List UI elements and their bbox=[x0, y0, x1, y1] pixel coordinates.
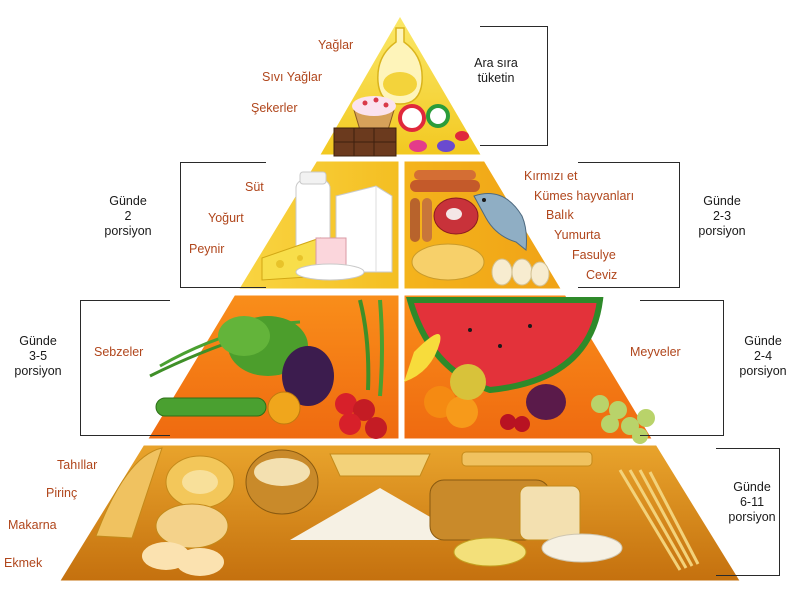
label-kirmizi-et: Kırmızı et bbox=[524, 169, 578, 183]
label-sebzeler: Sebzeler bbox=[94, 345, 144, 359]
label-sivi-yaglar: Sıvı Yağlar bbox=[262, 70, 322, 84]
label-sut: Süt bbox=[245, 180, 264, 194]
label-makarna: Makarna bbox=[8, 518, 57, 532]
label-meyveler: Meyveler bbox=[630, 345, 681, 359]
note-grains-line-1: Günde bbox=[733, 480, 771, 494]
bracket-protein-right bbox=[578, 162, 680, 288]
bracket-vegetables-left bbox=[80, 300, 170, 436]
candy-illustration bbox=[409, 131, 469, 152]
chocolate-illustration bbox=[333, 127, 397, 157]
label-balik: Balık bbox=[546, 208, 574, 222]
label-peynir: Peynir bbox=[189, 242, 225, 256]
vegetables-illustration bbox=[149, 299, 387, 439]
label-fasulye: Fasulye bbox=[572, 248, 616, 262]
label-ekmek: Ekmek bbox=[4, 556, 43, 570]
label-yumurta: Yumurta bbox=[554, 228, 601, 242]
note-vegetables-line-2: 3-5 bbox=[28, 349, 48, 363]
note-fruits: Günde 2-4 porsiyon bbox=[726, 334, 800, 379]
note-top-line-2: tüketin bbox=[477, 71, 515, 85]
meat-illustration bbox=[433, 197, 479, 235]
note-grains-line-2: 6-11 bbox=[739, 495, 765, 509]
label-yogurt: Yoğurt bbox=[208, 211, 244, 225]
note-dairy: Günde 2 porsiyon bbox=[88, 194, 168, 239]
note-grains-line-3: porsiyon bbox=[728, 510, 776, 524]
bracket-grains-right bbox=[716, 448, 780, 576]
grains-illustration bbox=[95, 447, 700, 576]
note-fruits-line-1: Günde bbox=[744, 334, 782, 348]
note-protein: Günde 2-3 porsiyon bbox=[684, 194, 760, 239]
note-fruits-line-3: porsiyon bbox=[739, 364, 787, 378]
oil-bottle-illustration bbox=[377, 27, 423, 105]
bracket-top-right bbox=[480, 26, 548, 146]
note-vegetables-line-3: porsiyon bbox=[14, 364, 62, 378]
note-vegetables-line-1: Günde bbox=[19, 334, 57, 348]
label-sekerler: Şekerler bbox=[251, 101, 298, 115]
label-tahillar: Tahıllar bbox=[57, 458, 98, 472]
note-grains: Günde 6-11 porsiyon bbox=[714, 480, 790, 525]
fish-illustration bbox=[473, 193, 527, 251]
note-dairy-line-3: porsiyon bbox=[104, 224, 152, 238]
egg-illustration bbox=[491, 258, 550, 287]
bracket-dairy-left bbox=[180, 162, 266, 288]
sausage-illustration bbox=[410, 170, 480, 192]
lollipop-illustration bbox=[398, 104, 450, 132]
note-protein-line-3: porsiyon bbox=[698, 224, 746, 238]
bracket-fruits-right bbox=[640, 300, 724, 436]
chicken-illustration bbox=[411, 243, 485, 281]
cupcake-illustration bbox=[352, 96, 396, 131]
label-kumes-hayvanlari: Kümes hayvanları bbox=[534, 189, 635, 203]
note-dairy-line-2: 2 bbox=[124, 209, 132, 223]
note-top: Ara sıra tüketin bbox=[458, 56, 534, 86]
yogurt-illustration bbox=[295, 237, 365, 281]
note-protein-line-2: 2-3 bbox=[712, 209, 732, 223]
note-dairy-line-1: Günde bbox=[109, 194, 147, 208]
fruits-illustration bbox=[404, 297, 655, 444]
label-pirinc: Pirinç bbox=[46, 486, 78, 500]
label-ceviz: Ceviz bbox=[586, 268, 618, 282]
note-protein-line-1: Günde bbox=[703, 194, 741, 208]
note-fruits-line-2: 2-4 bbox=[753, 349, 773, 363]
note-top-line-1: Ara sıra bbox=[474, 56, 518, 70]
note-vegetables: Günde 3-5 porsiyon bbox=[0, 334, 76, 379]
bean-illustration bbox=[410, 198, 432, 242]
label-yaglar: Yağlar bbox=[318, 38, 354, 52]
